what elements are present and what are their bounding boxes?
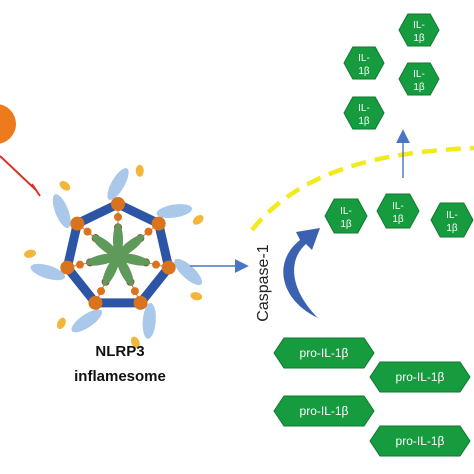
il1b-label-line2: 1β (413, 33, 425, 44)
center-petal (102, 254, 120, 286)
arm-tip (192, 214, 204, 225)
arm-tip (190, 292, 203, 301)
arm-tip (135, 164, 144, 177)
pro-il1b-shape: pro-IL-1β (369, 425, 471, 457)
processing-curved-arrow (283, 228, 320, 318)
il1b-hexagon-shape (376, 193, 420, 229)
pro-il1b-label: pro-IL-1β (396, 434, 445, 448)
il1b-label-line1: IL- (358, 103, 370, 114)
inhibition-arrow (0, 155, 41, 197)
adaptor-arm (156, 204, 193, 219)
vertex-bead (60, 260, 75, 275)
il1b-hexagon-shape (398, 62, 440, 96)
il1b-label-line1: IL- (413, 20, 425, 31)
mature-il1b-hexagon: IL- 1β (343, 46, 385, 80)
spoke-bead (114, 213, 122, 221)
il1b-hexagon-shape (324, 198, 368, 234)
spoke-bead (97, 287, 106, 296)
adaptor-arm (142, 302, 156, 339)
il1b-label-line2: 1β (413, 82, 425, 93)
pro-il1b-label: pro-IL-1β (396, 370, 445, 384)
center-petal (116, 253, 151, 266)
adaptor-arm (174, 258, 203, 286)
mature-il1b-hexagon: IL- 1β (430, 202, 474, 238)
pro-il1b-hexagon (273, 337, 375, 369)
vertex-bead (133, 295, 148, 310)
mature-il1b-hexagon: IL- 1β (343, 96, 385, 130)
vertex-bead (151, 216, 166, 231)
arm-tip (56, 317, 66, 330)
inflammasome-title-line2: inflamesome (74, 368, 166, 385)
spoke-bead (75, 260, 84, 269)
spoke-bead (144, 227, 153, 236)
il1b-label-line1: IL- (392, 201, 404, 212)
arm-tip (130, 336, 140, 348)
mature-il1b-hexagon: IL- 1β (398, 62, 440, 96)
mature-il1b-hexagon: IL- 1β (324, 198, 368, 234)
pro-il1b-shape: pro-IL-1β (369, 361, 471, 393)
spoke-bead (83, 227, 92, 236)
center-petal (85, 253, 120, 266)
pro-il1b-hexagon (273, 395, 375, 427)
il1b-label-line1: IL- (340, 206, 352, 217)
mature-il1b-hexagon: IL- 1β (398, 13, 440, 47)
il1b-label-line1: IL- (358, 53, 370, 64)
pro-il1b-hexagon (369, 361, 471, 393)
center-petal (113, 223, 123, 257)
inflammasome-title-line1: NLRP3 (95, 343, 144, 360)
il1b-label-line2: 1β (358, 66, 370, 77)
pro-il1b-shape: pro-IL-1β (273, 395, 375, 427)
pro-il1b-group: pro-IL-1β pro-IL-1β pro-IL-1β pro-IL-1β (273, 337, 471, 457)
pro-il1b-shape: pro-IL-1β (273, 337, 375, 369)
pro-il1b-label: pro-IL-1β (300, 404, 349, 418)
mature-il1b-hexagon: IL- 1β (376, 193, 420, 229)
heptamer-ring (62, 199, 174, 308)
arm-tip (59, 180, 71, 191)
il1b-label-line1: IL- (446, 210, 458, 221)
ligand-circle (0, 104, 16, 144)
il1b-hexagon-shape (398, 13, 440, 47)
center-petal (116, 234, 145, 258)
pro-il1b-hexagon (369, 425, 471, 457)
vertex-bead (88, 295, 103, 310)
spoke-bead (152, 260, 161, 269)
il1b-label-line2: 1β (446, 223, 458, 234)
caspase-1-label: Caspase-1 (255, 244, 272, 321)
center-petal (116, 254, 134, 286)
membrane-dashed-arc (250, 145, 474, 232)
il1b-label-line1: IL- (413, 69, 425, 80)
arm-tip (24, 249, 36, 258)
il1b-hexagon-shape (343, 46, 385, 80)
il1b-label-line2: 1β (358, 116, 370, 127)
adaptor-arm (71, 309, 103, 333)
adaptor-arm (107, 168, 129, 200)
nlrp3-inflammasome-complex (24, 164, 204, 348)
il1b-label-line2: 1β (392, 214, 404, 225)
center-petal (91, 234, 120, 258)
il1b-hexagon-shape (430, 202, 474, 238)
adaptor-arm (52, 194, 71, 229)
il1b-hexagon-shape (343, 96, 385, 130)
adaptor-arm (30, 263, 66, 281)
il1b-label-line2: 1β (340, 219, 352, 230)
vertex-bead (111, 197, 125, 211)
vertex-bead (70, 216, 85, 231)
spoke-bead (130, 287, 139, 296)
pro-il1b-label: pro-IL-1β (300, 346, 349, 360)
vertex-bead (161, 260, 176, 275)
